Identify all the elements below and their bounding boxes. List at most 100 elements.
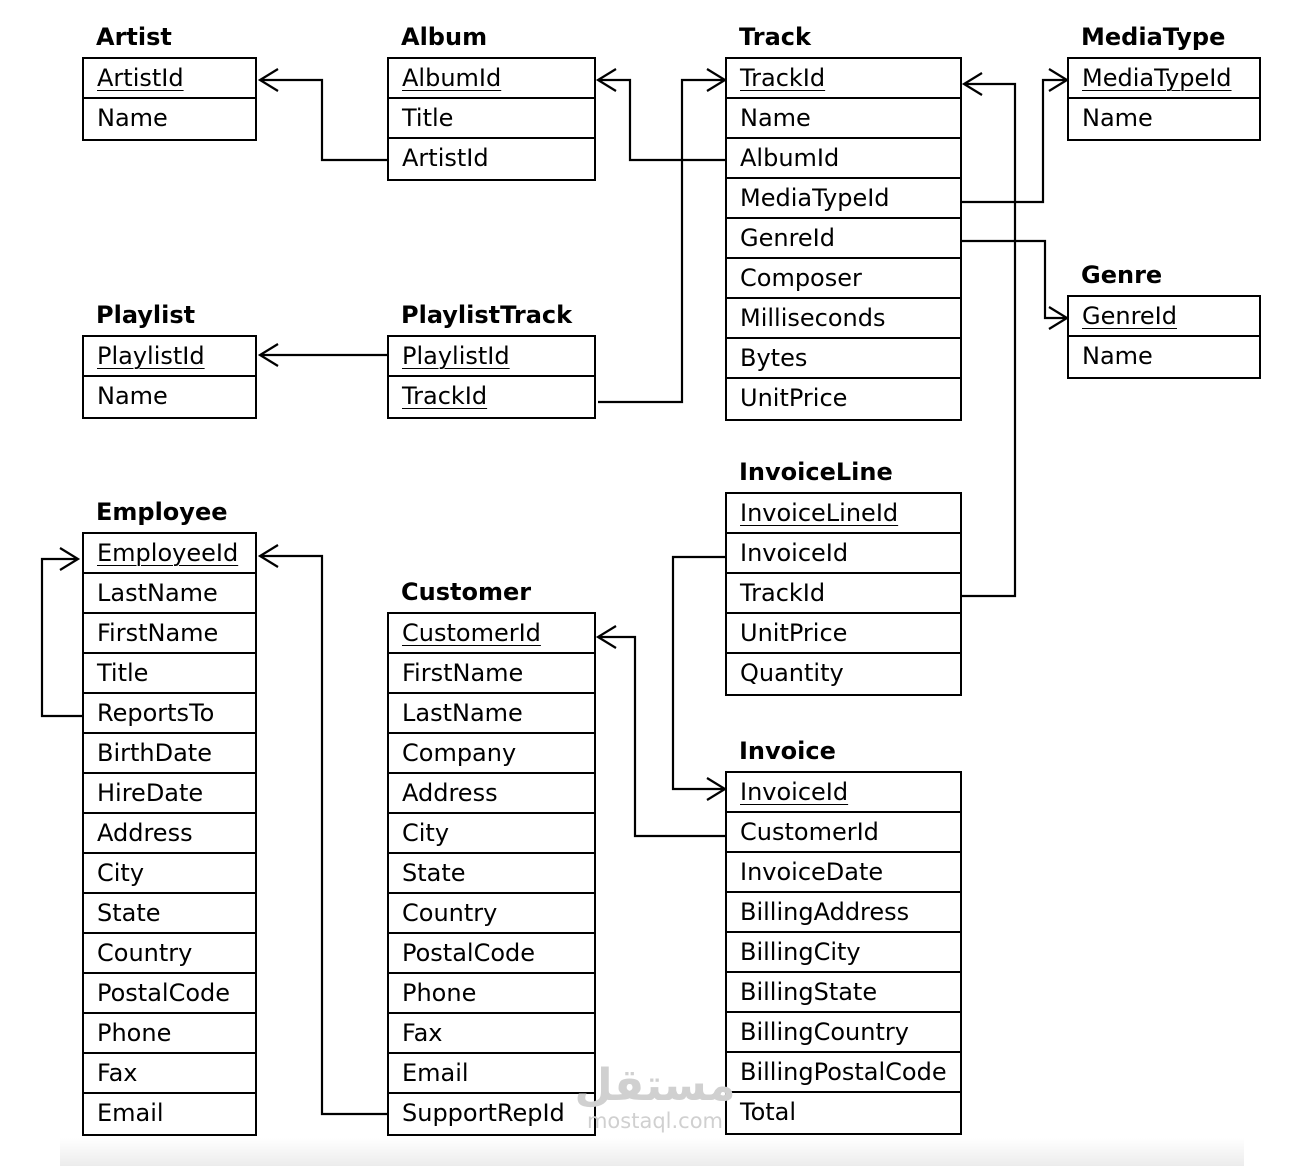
field-label: Quantity — [740, 659, 844, 687]
field-name: Name — [1069, 337, 1259, 377]
field-label: LastName — [402, 699, 523, 727]
field-label: Fax — [402, 1019, 443, 1047]
field-label: BillingAddress — [740, 898, 910, 926]
field-label: UnitPrice — [740, 619, 848, 647]
field-mediatypeid: MediaTypeId — [1069, 59, 1259, 99]
field-label: GenreId — [1082, 302, 1177, 330]
field-label: UnitPrice — [740, 384, 848, 412]
field-label: PlaylistId — [97, 342, 205, 370]
field-label: City — [402, 819, 450, 847]
field-label: PostalCode — [97, 979, 231, 1007]
field-firstname: FirstName — [389, 654, 594, 694]
field-label: Title — [97, 659, 149, 687]
field-label: State — [97, 899, 161, 927]
field-trackid: TrackId — [727, 59, 960, 99]
link-track-album — [595, 68, 725, 162]
field-label: Company — [402, 739, 517, 767]
field-label: AlbumId — [402, 64, 502, 92]
field-address: Address — [84, 814, 255, 854]
field-email: Email — [84, 1094, 255, 1134]
link-track-mediatype — [962, 68, 1070, 204]
field-label: Name — [740, 104, 811, 132]
field-label: InvoiceDate — [740, 858, 884, 886]
field-label: Bytes — [740, 344, 808, 372]
field-label: Phone — [97, 1019, 172, 1047]
entity-title: InvoiceLine — [739, 458, 893, 486]
field-genreid: GenreId — [727, 219, 960, 259]
entity-title: Invoice — [739, 737, 836, 765]
link-invoiceline-invoice — [671, 555, 728, 801]
entity-title: Artist — [96, 23, 172, 51]
field-label: Fax — [97, 1059, 138, 1087]
entity-title: Genre — [1081, 261, 1163, 289]
field-label: Composer — [740, 264, 862, 292]
field-label: BillingState — [740, 978, 878, 1006]
field-unitprice: UnitPrice — [727, 379, 960, 419]
field-artistid: ArtistId — [84, 59, 255, 99]
field-label: PlaylistId — [402, 342, 510, 370]
watermark-latin: mostaql.com — [586, 1109, 724, 1133]
field-label: Name — [1082, 104, 1153, 132]
field-label: Name — [97, 104, 168, 132]
field-label: Country — [402, 899, 498, 927]
field-milliseconds: Milliseconds — [727, 299, 960, 339]
field-city: City — [84, 854, 255, 894]
field-name: Name — [727, 99, 960, 139]
field-customerid: CustomerId — [727, 813, 960, 853]
field-playlistid: PlaylistId — [84, 337, 255, 377]
field-label: CustomerId — [740, 818, 879, 846]
field-composer: Composer — [727, 259, 960, 299]
field-invoiceid: InvoiceId — [727, 534, 960, 574]
entity-title: Customer — [401, 578, 532, 606]
field-label: Phone — [402, 979, 477, 1007]
field-employeeid: EmployeeId — [84, 534, 255, 574]
field-quantity: Quantity — [727, 654, 960, 694]
field-label: City — [97, 859, 145, 887]
field-invoiceid: InvoiceId — [727, 773, 960, 813]
field-label: State — [402, 859, 466, 887]
field-name: Name — [84, 99, 255, 139]
field-label: BillingCountry — [740, 1018, 909, 1046]
field-firstname: FirstName — [84, 614, 255, 654]
field-name: Name — [84, 377, 255, 417]
field-label: InvoiceLineId — [740, 499, 899, 527]
entity-title: Track — [739, 23, 811, 51]
link-employee-reportsto — [40, 547, 82, 718]
field-billingaddress: BillingAddress — [727, 893, 960, 933]
field-label: SupportRepId — [402, 1099, 565, 1127]
entity-title: PlaylistTrack — [401, 301, 573, 329]
field-bytes: Bytes — [727, 339, 960, 379]
field-supportrepid: SupportRepId — [389, 1094, 594, 1134]
field-albumid: AlbumId — [727, 139, 960, 179]
field-invoicelineid: InvoiceLineId — [727, 494, 960, 534]
mostaql-watermark: مستقل mostaql.com — [565, 1062, 745, 1133]
field-fax: Fax — [84, 1054, 255, 1094]
field-city: City — [389, 814, 594, 854]
field-label: AlbumId — [740, 144, 840, 172]
field-postalcode: PostalCode — [84, 974, 255, 1014]
field-label: FirstName — [402, 659, 524, 687]
field-label: InvoiceId — [740, 539, 849, 567]
field-label: ArtistId — [402, 144, 489, 172]
field-label: Address — [97, 819, 193, 847]
field-address: Address — [389, 774, 594, 814]
field-total: Total — [727, 1093, 960, 1133]
field-mediatypeid: MediaTypeId — [727, 179, 960, 219]
field-label: Email — [97, 1099, 164, 1127]
field-label: LastName — [97, 579, 218, 607]
field-billingcity: BillingCity — [727, 933, 960, 973]
field-trackid: TrackId — [727, 574, 960, 614]
field-billingpostalcode: BillingPostalCode — [727, 1053, 960, 1093]
field-postalcode: PostalCode — [389, 934, 594, 974]
field-phone: Phone — [389, 974, 594, 1014]
field-company: Company — [389, 734, 594, 774]
field-label: Milliseconds — [740, 304, 886, 332]
